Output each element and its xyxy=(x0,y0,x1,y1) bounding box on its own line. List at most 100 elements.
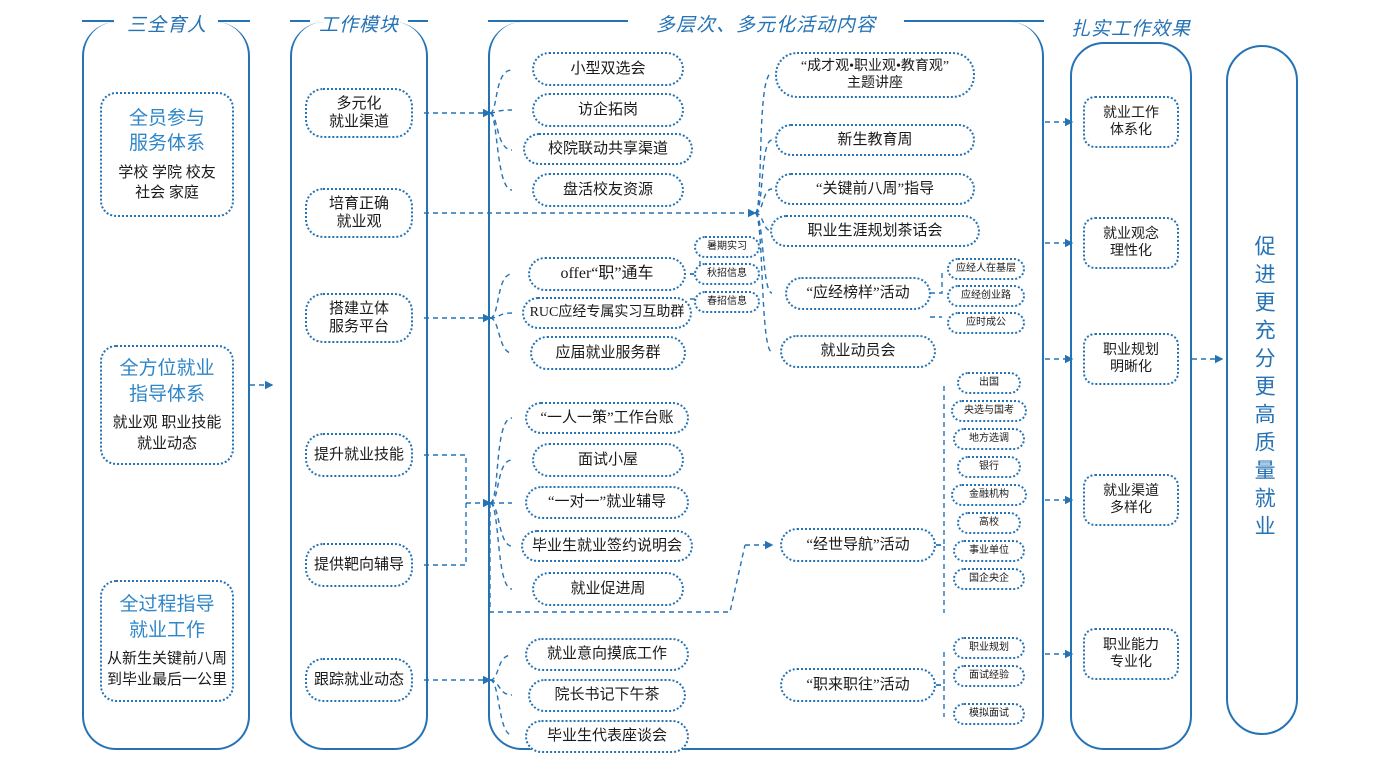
right-activity-chip-6[interactable]: 就业动员会 xyxy=(780,335,936,368)
activity-chip-11[interactable]: 毕业生就业签约说明会 xyxy=(521,530,693,562)
effect-chip-3[interactable]: 职业规划 明晰化 xyxy=(1083,333,1179,385)
career-tag-3[interactable]: 模拟面试 xyxy=(953,703,1025,725)
right-activity-chip-3[interactable]: “关键前八周”指导 xyxy=(775,173,975,205)
pillar-2-sub-line2: 就业动态 xyxy=(136,435,197,452)
activity-chip-1[interactable]: 小型双选会 xyxy=(532,52,684,86)
pillar-card-3[interactable]: 全过程指导 就业工作 从新生关键前八周 到毕业最后一公里 xyxy=(100,580,234,702)
navigation-tag-7[interactable]: 事业单位 xyxy=(953,540,1025,562)
effect-chip-1[interactable]: 就业工作 体系化 xyxy=(1083,96,1179,148)
module-chip-1[interactable]: 多元化就业渠道 xyxy=(305,88,413,138)
activity-5-label: offer“职”通车 xyxy=(560,265,654,283)
activity-chip-15[interactable]: 毕业生代表座谈会 xyxy=(525,720,689,753)
right-activity-chip-2[interactable]: 新生教育周 xyxy=(775,124,975,156)
navigation-tag-6[interactable]: 高校 xyxy=(957,512,1021,534)
right-activity-1-line1: “成才观•职业观•教育观” xyxy=(800,58,950,74)
pillar-3-sub-line1: 从新生关键前八周 xyxy=(106,651,227,668)
career-tag-1[interactable]: 职业规划 xyxy=(953,637,1025,659)
right-activity-chip-5[interactable]: “应经榜样”活动 xyxy=(785,277,931,310)
activity-2-label: 访企拓岗 xyxy=(577,101,638,118)
navigation-tag-3-label: 地方选调 xyxy=(969,432,1009,444)
right-activity-2-line1: 新生教育周 xyxy=(837,131,913,148)
activity-chip-4[interactable]: 盘活校友资源 xyxy=(532,173,684,207)
offer-tag-2-label: 秋招信息 xyxy=(707,267,747,279)
activity-15-label: 毕业生代表座谈会 xyxy=(546,728,667,745)
panel-pillars xyxy=(82,20,250,750)
activity-chip-2[interactable]: 访企拓岗 xyxy=(532,93,684,127)
right-activity-chip-4[interactable]: 职业生涯规划茶话会 xyxy=(770,215,980,247)
panel-goal xyxy=(1226,45,1298,735)
activity-7-label: 应届就业服务群 xyxy=(555,344,661,361)
effect-5-line1: 职业能力 xyxy=(1103,637,1159,653)
activity-chip-14[interactable]: 院长书记下午茶 xyxy=(528,679,686,712)
career-tag-2[interactable]: 面试经验 xyxy=(953,665,1025,687)
panel-title-pillars: 三全育人 xyxy=(126,15,207,36)
module-3-line2: 服务平台 xyxy=(328,319,389,335)
navigation-tag-5-label: 金融机构 xyxy=(969,488,1009,500)
activity-chip-6[interactable]: RUC应经专属实习互助群 xyxy=(522,297,692,329)
panel-title-activities: 多层次、多元化活动内容 xyxy=(655,15,876,36)
pillar-card-1[interactable]: 全员参与 服务体系 学校 学院 校友 社会 家庭 xyxy=(100,92,234,217)
effect-chip-2[interactable]: 就业观念 理性化 xyxy=(1083,217,1179,269)
effect-4-line1: 就业渠道 xyxy=(1103,483,1159,499)
model-tag-1[interactable]: 应经人在基层 xyxy=(947,258,1025,280)
activity-6-label: RUC应经专属实习互助群 xyxy=(529,305,685,321)
module-2-line2: 就业观 xyxy=(336,214,382,230)
model-tag-3-label: 应时成公 xyxy=(966,316,1006,328)
module-3-line1: 搭建立体 xyxy=(328,300,389,317)
effect-chip-4[interactable]: 就业渠道 多样化 xyxy=(1083,474,1179,526)
activity-1-label: 小型双选会 xyxy=(570,60,646,77)
module-2-line1: 培育正确 xyxy=(328,195,389,212)
navigation-tag-6-label: 高校 xyxy=(979,516,999,528)
offer-tag-1[interactable]: 暑期实习 xyxy=(694,236,760,258)
navigation-tag-8[interactable]: 国企央企 xyxy=(953,568,1025,590)
pillar-1-head-line2: 服务体系 xyxy=(128,133,205,155)
module-chip-6[interactable]: 跟踪就业动态 xyxy=(305,658,413,702)
module-chip-2[interactable]: 培育正确就业观 xyxy=(305,188,413,238)
model-tag-2[interactable]: 应经创业路 xyxy=(947,285,1025,307)
navigation-tag-4[interactable]: 银行 xyxy=(957,456,1021,478)
activity-12-label: 就业促进周 xyxy=(570,580,646,597)
activity-chip-7[interactable]: 应届就业服务群 xyxy=(530,336,686,370)
effect-2-line1: 就业观念 xyxy=(1103,226,1159,242)
offer-tag-3[interactable]: 春招信息 xyxy=(694,291,760,313)
navigation-tag-3[interactable]: 地方选调 xyxy=(953,428,1025,450)
model-tag-3[interactable]: 应时成公 xyxy=(947,312,1025,334)
pillar-3-head-line2: 就业工作 xyxy=(128,619,205,641)
effect-2-line2: 理性化 xyxy=(1110,244,1152,259)
navigation-tag-5[interactable]: 金融机构 xyxy=(951,484,1027,506)
right-activity-6-line1: 就业动员会 xyxy=(820,343,896,360)
right-activity-chip-7[interactable]: “经世导航”活动 xyxy=(780,528,936,562)
model-tag-2-label: 应经创业路 xyxy=(961,289,1011,301)
activity-chip-8[interactable]: “一人一策”工作台账 xyxy=(525,402,689,434)
pillar-card-2[interactable]: 全方位就业 指导体系 就业观 职业技能 就业动态 xyxy=(100,345,234,465)
right-activity-chip-1[interactable]: “成才观•职业观•教育观” 主题讲座 xyxy=(775,52,975,98)
activity-11-label: 毕业生就业签约说明会 xyxy=(531,537,682,554)
effect-3-line1: 职业规划 xyxy=(1103,342,1159,358)
effect-chip-5[interactable]: 职业能力 专业化 xyxy=(1083,628,1179,680)
pillar-1-sub-line2: 社会 家庭 xyxy=(135,185,199,202)
effect-4-line2: 多样化 xyxy=(1110,501,1152,516)
activity-chip-5[interactable]: offer“职”通车 xyxy=(528,257,686,291)
activity-3-label: 校院联动共享渠道 xyxy=(547,140,668,157)
pillar-2-sub-line1: 就业观 职业技能 xyxy=(112,415,222,432)
module-chip-4[interactable]: 提升就业技能 xyxy=(305,433,413,477)
activity-chip-10[interactable]: “一对一”就业辅导 xyxy=(525,486,689,519)
right-activity-1-line2: 主题讲座 xyxy=(846,76,903,91)
module-chip-3[interactable]: 搭建立体服务平台 xyxy=(305,293,413,343)
pillar-2-head-line2: 指导体系 xyxy=(128,383,205,405)
career-tag-3-label: 模拟面试 xyxy=(969,707,1009,719)
navigation-tag-7-label: 事业单位 xyxy=(969,544,1009,556)
module-1-line1: 多元化 xyxy=(336,95,382,112)
activity-chip-9[interactable]: 面试小屋 xyxy=(532,443,684,477)
navigation-tag-4-label: 银行 xyxy=(979,460,999,472)
activity-chip-3[interactable]: 校院联动共享渠道 xyxy=(523,133,693,165)
module-chip-5[interactable]: 提供靶向辅导 xyxy=(305,543,413,587)
navigation-tag-1[interactable]: 出国 xyxy=(957,372,1021,394)
navigation-tag-2[interactable]: 央选与国考 xyxy=(951,400,1027,422)
career-tag-1-label: 职业规划 xyxy=(969,641,1009,653)
activity-chip-13[interactable]: 就业意向摸底工作 xyxy=(525,638,689,671)
right-activity-chip-8[interactable]: “职来职往”活动 xyxy=(780,668,936,702)
effect-1-line1: 就业工作 xyxy=(1103,105,1159,121)
activity-chip-12[interactable]: 就业促进周 xyxy=(532,572,684,606)
offer-tag-2[interactable]: 秋招信息 xyxy=(694,263,760,285)
